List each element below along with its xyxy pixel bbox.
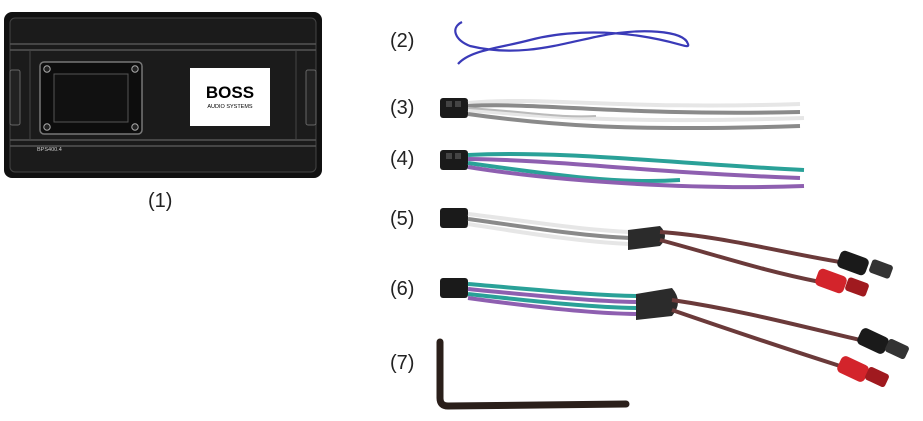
screw-icon	[43, 123, 51, 131]
logo-badge	[190, 68, 270, 126]
remote-wire	[454, 21, 690, 65]
rca-plug-red-icon	[837, 356, 869, 382]
connector-plug-icon	[440, 98, 468, 118]
item-label-1: (1)	[148, 190, 173, 212]
screw-icon	[131, 65, 139, 73]
item-label-5: (5)	[390, 208, 415, 230]
hex-key	[436, 338, 630, 410]
item-label-6: (6)	[390, 278, 415, 300]
brand-sub: AUDIO SYSTEMS	[207, 104, 253, 110]
rca-input-harness-gray-white	[440, 208, 893, 297]
connector-plug-icon	[440, 208, 468, 228]
brand-logo: BOSS	[206, 83, 254, 102]
model-number: BPS400.4	[37, 147, 62, 153]
rca-plug-black-icon	[857, 328, 889, 354]
connector-plug-icon	[440, 150, 468, 170]
splitter-icon	[628, 226, 665, 250]
rca-input-harness-green-purple	[440, 278, 909, 388]
screw-icon	[131, 123, 139, 131]
rca-plug-black-icon	[837, 250, 869, 276]
amplifier: BOSS AUDIO SYSTEMS BPS400.4	[4, 12, 322, 178]
rca-plug-red-icon	[815, 268, 847, 294]
speaker-harness-gray-white	[440, 98, 805, 131]
item-label-3: (3)	[390, 97, 415, 119]
item-label-2: (2)	[390, 30, 415, 52]
splitter-icon	[636, 288, 678, 320]
speaker-harness-green-purple	[440, 150, 805, 190]
item-label-4: (4)	[390, 148, 415, 170]
item-label-7: (7)	[390, 352, 415, 374]
connector-plug-icon	[440, 278, 468, 298]
screw-icon	[43, 65, 51, 73]
